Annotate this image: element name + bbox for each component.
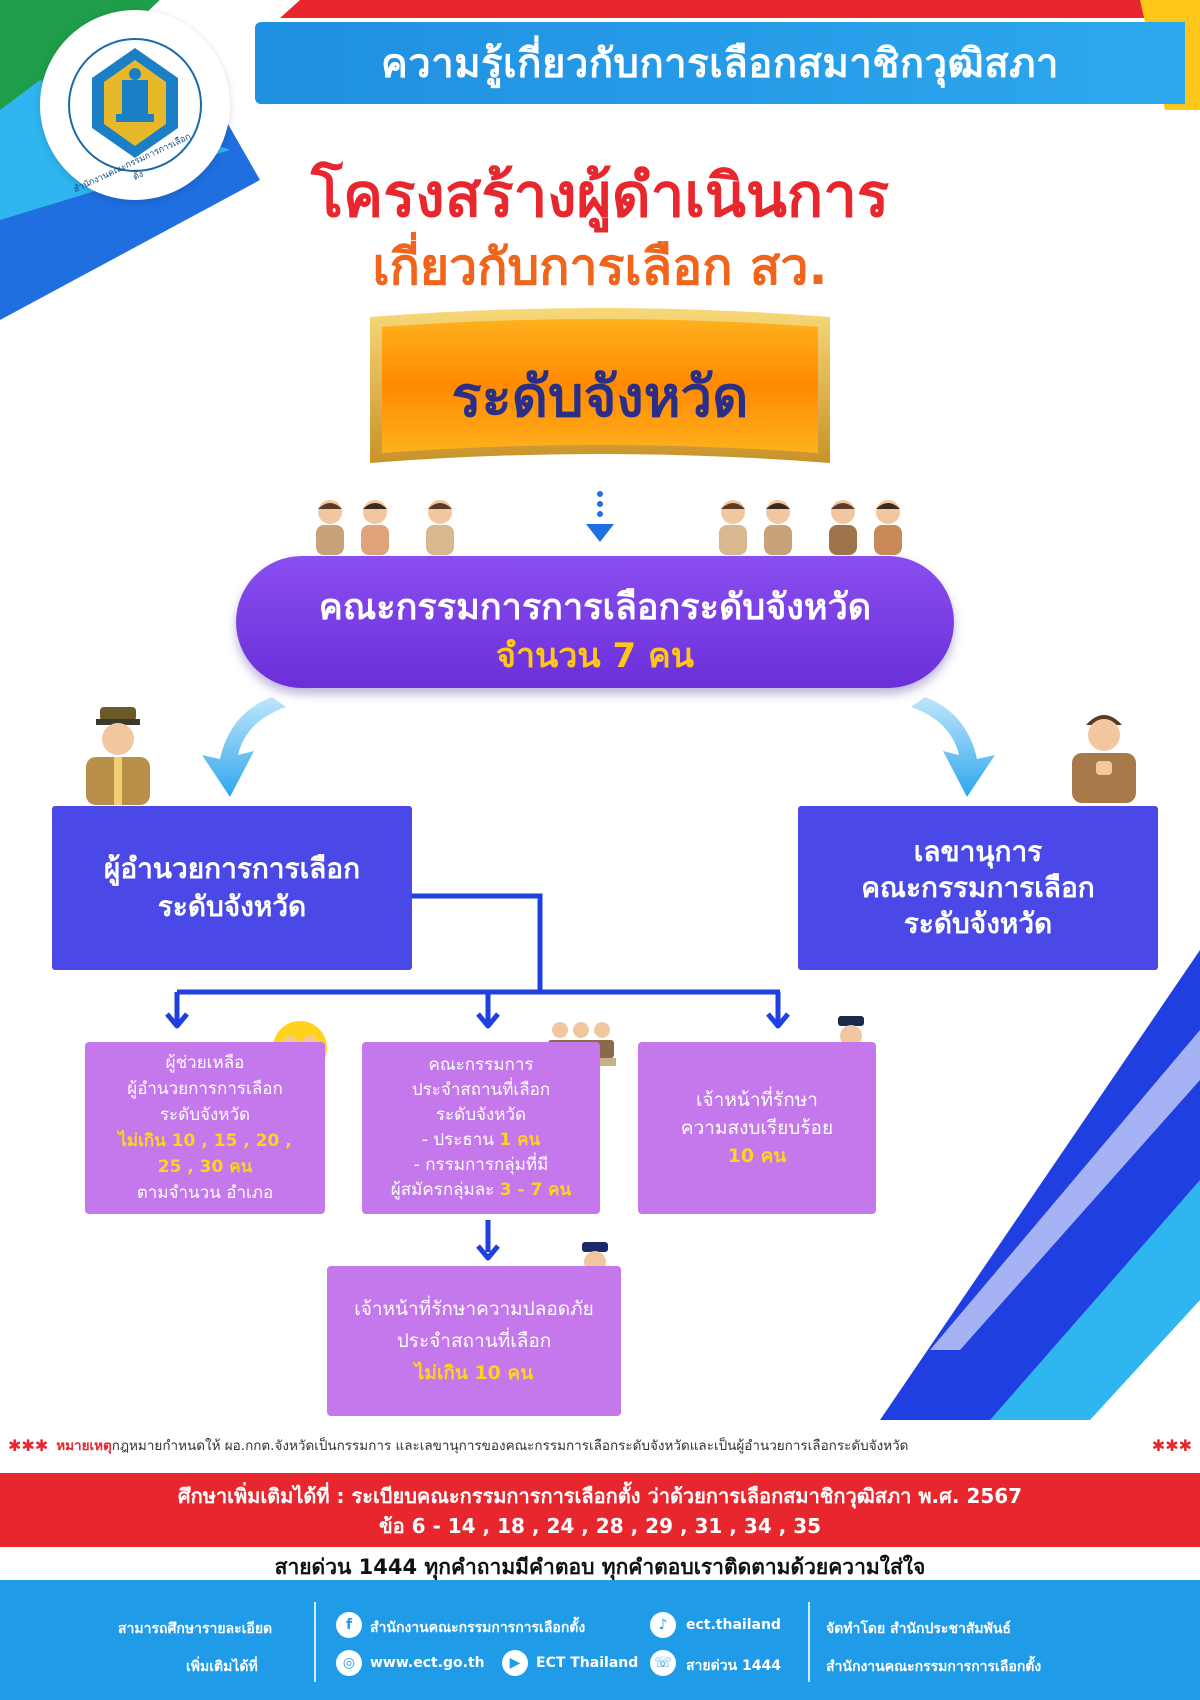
hotline-slogan: สายด่วน 1444 ทุกคำถามมีคำตอบ ทุกคำตอบเรา… <box>274 1555 926 1579</box>
footer-youtube[interactable]: ECT Thailand <box>536 1655 639 1671</box>
safety-line1: เจ้าหน้าที่รักษาความปลอดภัย <box>354 1298 594 1320</box>
assistant-line4: ไม่เกิน 10 , 15 , 20 , <box>118 1131 292 1151</box>
station-members-count: 3 - 7 คน <box>499 1180 572 1200</box>
footer-right-line2: สำนักงานคณะกรรมการการเลือกตั้ง <box>826 1659 1042 1675</box>
station-line6: ผู้สมัครกลุ่มละ 3 - 7 คน <box>391 1178 571 1203</box>
phone-icon[interactable]: ☏ <box>650 1650 676 1676</box>
note-label: หมายเหตุ <box>56 1438 112 1454</box>
facebook-icon[interactable]: f <box>336 1612 362 1638</box>
assistant-line3: ระดับจังหวัด <box>159 1105 251 1125</box>
reference-band <box>0 1473 1200 1547</box>
footer-divider-1 <box>314 1602 316 1682</box>
assistant-line1: ผู้ช่วยเหลือ <box>165 1053 245 1073</box>
secretary-box: เลขานุการ คณะกรรมการเลือก ระดับจังหวัด <box>798 806 1158 970</box>
provincial-committee-box <box>236 556 954 688</box>
assistant-line2: ผู้อำนวยการการเลือก <box>127 1079 283 1099</box>
committee-title: คณะกรรมการการเลือกระดับจังหวัด <box>318 587 872 628</box>
secretary-line3: ระดับจังหวัด <box>903 907 1053 940</box>
org-connectors <box>165 893 790 1261</box>
header-title: ความรู้เกี่ยวกับการเลือกสมาชิกวุฒิสภา <box>381 41 1059 87</box>
reference-line2: ข้อ 6 - 14 , 18 , 24 , 28 , 29 , 31 , 34… <box>378 1514 822 1538</box>
committee-people-left-icon <box>316 500 454 555</box>
ect-emblem-icon <box>68 38 202 172</box>
footer-bar: สามารถศึกษารายละเอียด เพิ่มเติมได้ที่ f … <box>0 1580 1200 1700</box>
safety-line2: ประจำสถานที่เลือก <box>396 1330 552 1352</box>
youtube-icon[interactable]: ▶ <box>502 1650 528 1676</box>
note-stars-left: ✱✱✱ <box>8 1435 49 1455</box>
footer-facebook[interactable]: สำนักงานคณะกรรมการการเลือกตั้ง <box>370 1620 586 1636</box>
order-line1: เจ้าหน้าที่รักษา <box>696 1089 818 1111</box>
level-title: ระดับจังหวัด <box>451 365 749 430</box>
tiktok-icon[interactable]: ♪ <box>650 1612 676 1638</box>
station-line3: ระดับจังหวัด <box>435 1105 527 1125</box>
curved-arrow-right-icon <box>911 697 995 797</box>
footer-website[interactable]: www.ect.go.th <box>370 1655 485 1671</box>
station-line4: - ประธาน 1 คน <box>422 1128 540 1153</box>
footer-right-line1: จัดทำโดย สำนักประชาสัมพันธ์ <box>826 1621 1011 1637</box>
assistant-director-box: ผู้ช่วยเหลือ ผู้อำนวยการการเลือก ระดับจั… <box>85 1042 325 1214</box>
header-banner: ความรู้เกี่ยวกับการเลือกสมาชิกวุฒิสภา <box>255 22 1185 104</box>
curved-arrow-left-icon <box>202 697 286 797</box>
footer-left-line2: เพิ่มเติมได้ที่ <box>186 1659 258 1675</box>
director-line1: ผู้อำนวยการการเลือก <box>103 852 361 885</box>
ect-logo: สำนักงานคณะกรรมการการเลือกตั้ง <box>40 10 230 200</box>
assistant-line6: ตามจำนวน อำเภอ <box>136 1183 274 1203</box>
secretary-person-icon <box>1072 715 1136 803</box>
note-text: กฎหมายกำหนดให้ ผอ.กกต.จังหวัดเป็นกรรมการ… <box>111 1438 909 1454</box>
footer-left-line1: สามารถศึกษารายละเอียด <box>118 1621 273 1637</box>
committee-count: จำนวน 7 คน <box>496 636 694 676</box>
safety-officers-box: เจ้าหน้าที่รักษาความปลอดภัย ประจำสถานที่… <box>327 1266 621 1416</box>
assistant-line5: 25 , 30 คน <box>157 1157 253 1177</box>
reference-line1: ศึกษาเพิ่มเติมได้ที่ : ระเบียบคณะกรรมการ… <box>177 1484 1023 1508</box>
sub-title: เกี่ยวกับการเลือก สว. <box>372 238 828 296</box>
level-ribbon <box>370 308 830 463</box>
website-globe-icon[interactable]: ◎ <box>336 1650 362 1676</box>
secretary-line1: เลขานุการ <box>913 835 1043 868</box>
order-line2: ความสงบเรียบร้อย <box>680 1117 834 1139</box>
station-chair-label: - ประธาน <box>421 1130 500 1150</box>
main-title: โครงสร้างผู้ดำเนินการ <box>310 161 890 231</box>
footer-tiktok[interactable]: ect.thailand <box>686 1617 781 1633</box>
order-officers-box: เจ้าหน้าที่รักษา ความสงบเรียบร้อย 10 คน <box>638 1042 876 1214</box>
station-line1: คณะกรรมการ <box>428 1055 534 1075</box>
station-members-label: ผู้สมัครกลุ่มละ <box>390 1180 500 1200</box>
station-line5: - กรรมการกลุ่มที่มี <box>413 1155 549 1175</box>
order-line3: 10 คน <box>727 1145 787 1167</box>
director-line2: ระดับจังหวัด <box>157 890 307 923</box>
note-stars-right: ✱✱✱ <box>1151 1435 1192 1455</box>
legal-note: ✱✱✱ หมายเหตุ กฎหมายกำหนดให้ ผอ.กกต.จังหว… <box>8 1432 1192 1458</box>
footer-divider-2 <box>808 1602 810 1682</box>
director-officer-icon <box>86 707 150 805</box>
secretary-line2: คณะกรรมการเลือก <box>861 871 1095 904</box>
down-arrow-icon <box>586 491 614 542</box>
safety-line3: ไม่เกิน 10 คน <box>414 1362 534 1384</box>
station-chair-count: 1 คน <box>499 1130 541 1150</box>
station-committee-box: คณะกรรมการ ประจำสถานที่เลือก ระดับจังหวั… <box>362 1042 600 1214</box>
director-box: ผู้อำนวยการการเลือก ระดับจังหวัด <box>52 806 412 970</box>
footer-phone[interactable]: สายด่วน 1444 <box>686 1658 781 1674</box>
station-line2: ประจำสถานที่เลือก <box>411 1080 551 1100</box>
committee-people-right-icon <box>719 500 902 555</box>
